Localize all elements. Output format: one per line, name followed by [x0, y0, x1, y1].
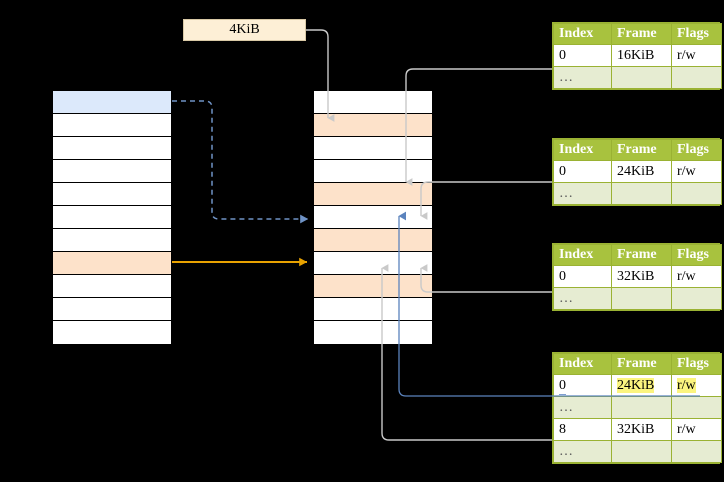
wire-vas-row0-to-phys-row6 — [172, 100, 309, 224]
pt3-col-frame: Frame — [611, 244, 672, 266]
pt1-col-index: Index — [553, 23, 612, 45]
pt4-header-row: Index Frame Flags — [553, 353, 722, 375]
pt4-index-ellipsis-1: … — [553, 396, 612, 419]
pt2-row-entry[interactable]: 0 24KiB r/w — [553, 160, 722, 183]
pt1-col-frame: Frame — [611, 23, 672, 45]
pt1-col-flags: Flags — [671, 23, 722, 45]
pt4-flags-8[interactable]: r/w — [671, 418, 722, 441]
pt2-index-ellipsis: … — [553, 182, 612, 205]
phys-row-1[interactable] — [314, 114, 432, 137]
pt1-frame-0[interactable]: 16KiB — [611, 44, 672, 67]
pt2-row-ellipsis[interactable]: … — [553, 182, 722, 205]
pt4-row-ellipsis-3[interactable]: … — [553, 440, 722, 463]
vas-row-3[interactable] — [53, 160, 171, 183]
vas-row-6[interactable] — [53, 229, 171, 252]
pt3-row-ellipsis[interactable]: … — [553, 287, 722, 310]
phys-row-7[interactable] — [314, 252, 432, 275]
pt2-col-index: Index — [553, 139, 612, 161]
pt1-index-ellipsis: … — [553, 66, 612, 89]
pt3-header-row: Index Frame Flags — [553, 244, 722, 266]
vas-row-9[interactable] — [53, 298, 171, 321]
pt4-index-ellipsis-3: … — [553, 440, 612, 463]
pt3-col-flags: Flags — [671, 244, 722, 266]
pt4-frame-ellipsis-1 — [611, 396, 672, 419]
pt3-row-entry[interactable]: 0 32KiB r/w — [553, 265, 722, 288]
pt4-index-0[interactable]: 0 — [553, 374, 612, 397]
phys-row-4[interactable] — [314, 183, 432, 206]
pt2-frame-ellipsis — [611, 182, 672, 205]
page-table-level-1: Index Frame Flags 0 16KiB r/w … — [552, 22, 722, 90]
pt2-col-frame: Frame — [611, 139, 672, 161]
vas-row-8[interactable] — [53, 275, 171, 298]
pt4-frame-0[interactable]: 24KiB — [611, 374, 672, 397]
pt1-header-row: Index Frame Flags — [553, 23, 722, 45]
phys-row-3[interactable] — [314, 160, 432, 183]
physical-memory-table — [313, 90, 433, 344]
pt3-frame-ellipsis — [611, 287, 672, 310]
vas-row-1[interactable] — [53, 114, 171, 137]
pt4-frame-0-text: 24KiB — [617, 377, 655, 393]
pt1-flags-0[interactable]: r/w — [671, 44, 722, 67]
virtual-address-space-table — [52, 90, 172, 344]
pt1-row-entry[interactable]: 0 16KiB r/w — [553, 44, 722, 67]
pt2-frame-0[interactable]: 24KiB — [611, 160, 672, 183]
pt4-flags-ellipsis-3 — [671, 440, 722, 463]
pt2-flags-ellipsis — [671, 182, 722, 205]
pt4-row-ellipsis-1[interactable]: … — [553, 396, 722, 419]
phys-row-2[interactable] — [314, 137, 432, 160]
pt4-index-0-text: 0 — [559, 377, 566, 395]
page-table-level-4: Index Frame Flags 0 24KiB r/w … 8 32KiB … — [552, 352, 722, 464]
pt2-header-row: Index Frame Flags — [553, 139, 722, 161]
vas-row-0[interactable] — [53, 91, 171, 114]
vas-row-10[interactable] — [53, 321, 171, 344]
phys-row-10[interactable] — [314, 321, 432, 344]
pt3-frame-0[interactable]: 32KiB — [611, 265, 672, 288]
pt1-flags-ellipsis — [671, 66, 722, 89]
vas-row-4[interactable] — [53, 183, 171, 206]
pt4-flags-0-text: r/w — [677, 377, 696, 393]
pt2-col-flags: Flags — [671, 139, 722, 161]
pt3-col-index: Index — [553, 244, 612, 266]
wire-pt2-to-phys-row6 — [420, 181, 552, 220]
page-table-level-2: Index Frame Flags 0 24KiB r/w … — [552, 138, 722, 206]
phys-row-0[interactable] — [314, 91, 432, 114]
pt4-col-frame: Frame — [611, 353, 672, 375]
pt4-index-8[interactable]: 8 — [553, 418, 612, 441]
pt4-col-flags: Flags — [671, 353, 722, 375]
pt4-row-entry-0[interactable]: 0 24KiB r/w — [553, 374, 722, 397]
pt2-index-0[interactable]: 0 — [553, 160, 612, 183]
phys-row-5[interactable] — [314, 206, 432, 229]
pt4-row-entry-8[interactable]: 8 32KiB r/w — [553, 418, 722, 441]
size-label-4kib: 4KiB — [183, 19, 306, 41]
vas-row-7[interactable] — [53, 252, 171, 275]
pt2-flags-0[interactable]: r/w — [671, 160, 722, 183]
pt4-frame-8[interactable]: 32KiB — [611, 418, 672, 441]
vas-row-2[interactable] — [53, 137, 171, 160]
pt4-frame-ellipsis-3 — [611, 440, 672, 463]
pt3-flags-0[interactable]: r/w — [671, 265, 722, 288]
pt1-index-0[interactable]: 0 — [553, 44, 612, 67]
pt1-frame-ellipsis — [611, 66, 672, 89]
pt3-flags-ellipsis — [671, 287, 722, 310]
page-table-level-3: Index Frame Flags 0 32KiB r/w … — [552, 243, 722, 311]
phys-row-8[interactable] — [314, 275, 432, 298]
pt4-flags-ellipsis-1 — [671, 396, 722, 419]
pt3-index-ellipsis: … — [553, 287, 612, 310]
wire-pt3-to-phys-row8 — [420, 264, 552, 293]
pt4-col-index: Index — [553, 353, 612, 375]
phys-row-6[interactable] — [314, 229, 432, 252]
phys-row-9[interactable] — [314, 298, 432, 321]
vas-row-5[interactable] — [53, 206, 171, 229]
pt3-index-0[interactable]: 0 — [553, 265, 612, 288]
pt1-row-ellipsis[interactable]: … — [553, 66, 722, 89]
pt4-flags-0[interactable]: r/w — [671, 374, 722, 397]
